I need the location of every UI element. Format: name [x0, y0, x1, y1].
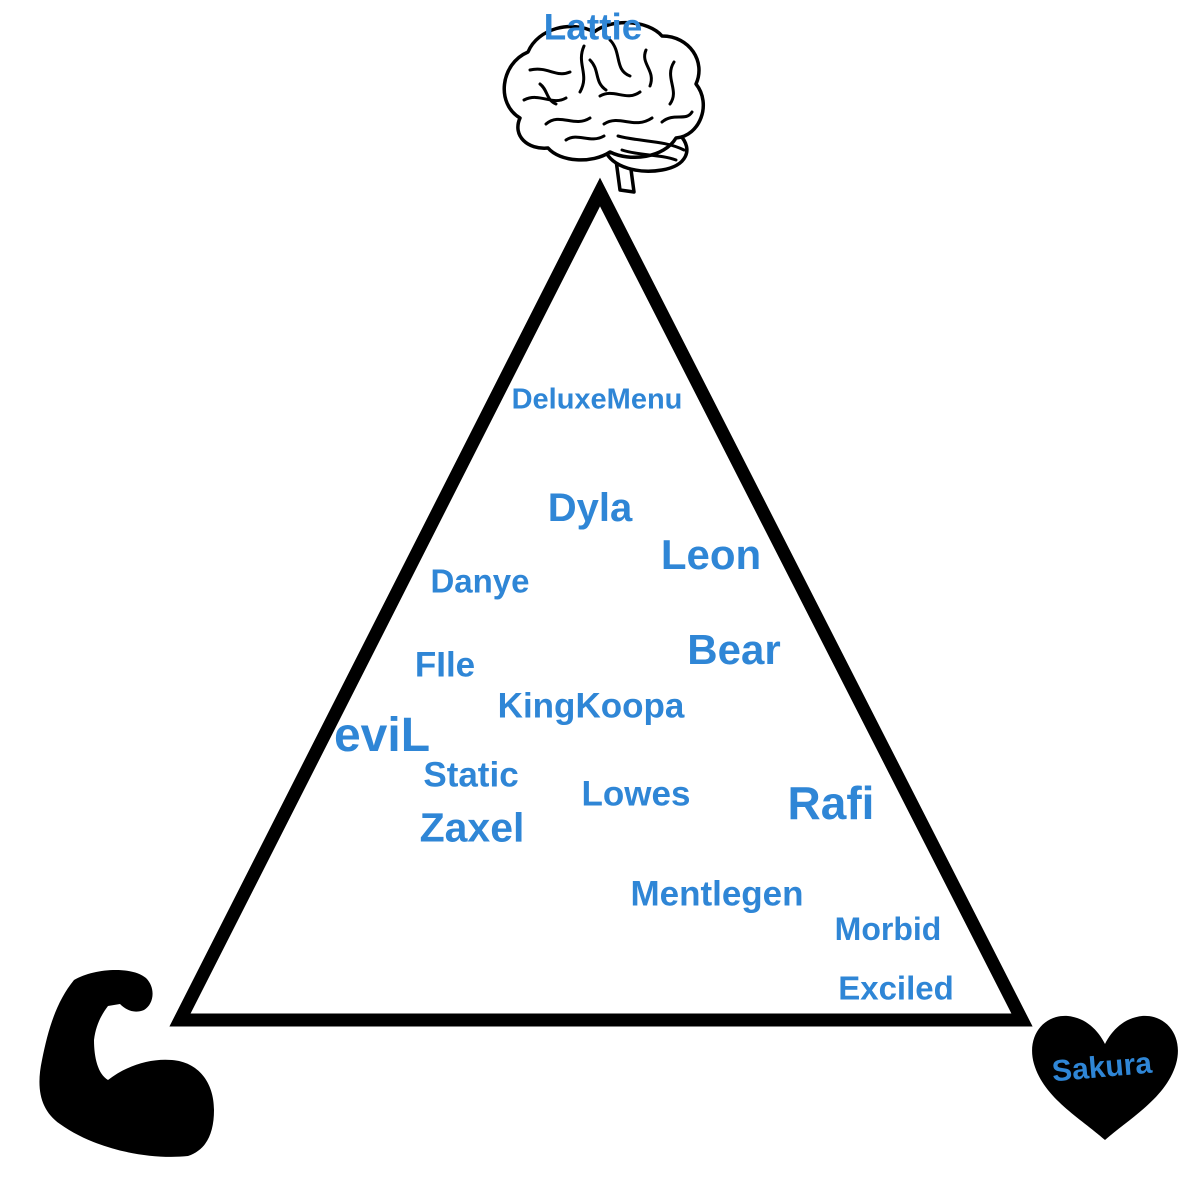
name-label: FIle: [414, 645, 476, 685]
name-label: eviL: [333, 709, 431, 762]
name-label: Static: [423, 755, 519, 795]
name-label: DeluxeMenu: [511, 383, 683, 416]
name-label: Dyla: [547, 486, 633, 530]
name-label: Lowes: [581, 774, 691, 814]
name-label: KingKoopa: [497, 686, 685, 726]
name-label: Mentlegen: [630, 874, 804, 914]
name-label: Zaxel: [419, 804, 525, 851]
name-label: Rafi: [787, 777, 875, 829]
name-label: Bear: [687, 626, 781, 673]
name-label: Leon: [660, 531, 762, 578]
name-label: Exciled: [838, 969, 954, 1007]
corner-label-top: Lattie: [543, 6, 643, 48]
name-label: Morbid: [834, 911, 942, 947]
name-label: Danye: [430, 562, 530, 600]
